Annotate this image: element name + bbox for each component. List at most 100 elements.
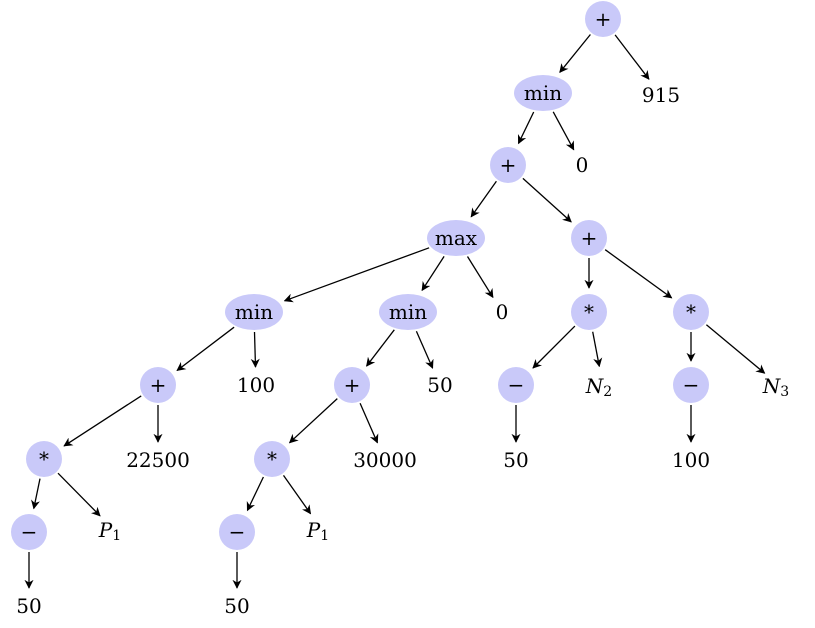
edge-arrow-n6-n9 bbox=[421, 256, 445, 292]
node-label: min bbox=[524, 81, 562, 105]
node-label: max bbox=[435, 226, 478, 250]
node-label: + bbox=[595, 7, 612, 31]
node-label: P1 bbox=[98, 518, 121, 544]
constant-leaf-n10: 0 bbox=[496, 300, 509, 324]
constant-leaf-n32: 50 bbox=[224, 594, 249, 618]
edge-arrow-n23-n29 bbox=[246, 476, 264, 512]
node-label: 100 bbox=[237, 373, 275, 397]
operator-node-n23: * bbox=[254, 441, 290, 477]
node-label: + bbox=[150, 373, 167, 397]
edge-arrow-n8-n13 bbox=[176, 326, 235, 372]
edge-arrow-n15-n24 bbox=[359, 403, 379, 444]
constant-leaf-n25: 50 bbox=[503, 448, 528, 472]
operator-node-n21: * bbox=[26, 441, 62, 477]
constant-leaf-n3: 915 bbox=[642, 83, 680, 107]
variable-subscript: 2 bbox=[603, 384, 612, 400]
node-label: 0 bbox=[576, 153, 589, 177]
node-label: − bbox=[21, 520, 38, 544]
constant-leaf-n5: 0 bbox=[576, 153, 589, 177]
node-label: min bbox=[235, 300, 273, 324]
edge-arrow-n2-n4 bbox=[517, 111, 535, 145]
node-label: 22500 bbox=[126, 448, 190, 472]
variable-name: N bbox=[762, 374, 782, 398]
edge-arrow-n13-n21 bbox=[63, 395, 142, 447]
node-label: − bbox=[508, 373, 525, 397]
operator-node-n29: − bbox=[219, 514, 255, 550]
node-bubble bbox=[514, 75, 572, 111]
edge-arrow-n23-n30 bbox=[282, 475, 312, 515]
node-label: P1 bbox=[306, 518, 329, 544]
node-bubble bbox=[490, 147, 526, 183]
variable-subscript: 3 bbox=[780, 384, 789, 400]
node-label: 0 bbox=[496, 300, 509, 324]
edge-arrow-n11-n18 bbox=[592, 331, 603, 368]
operator-node-n8: min bbox=[225, 294, 283, 330]
node-label: 50 bbox=[16, 594, 41, 618]
operator-node-n1: + bbox=[585, 1, 621, 37]
edge-arrow-n4-n6 bbox=[470, 180, 497, 218]
edge-arrow-n6-n8 bbox=[283, 247, 430, 303]
constant-leaf-n31: 50 bbox=[16, 594, 41, 618]
edges-layer bbox=[24, 34, 766, 589]
node-bubble bbox=[11, 514, 47, 550]
edge-arrow-n9-n15 bbox=[366, 329, 395, 367]
edge-arrow-n15-n23 bbox=[288, 398, 338, 444]
node-bubble bbox=[379, 294, 437, 330]
variable-subscript: 1 bbox=[112, 528, 121, 544]
node-label: N3 bbox=[762, 374, 789, 400]
node-bubble bbox=[673, 367, 709, 403]
operator-node-n2: min bbox=[514, 75, 572, 111]
operator-node-n11: * bbox=[571, 294, 607, 330]
node-bubble bbox=[334, 367, 370, 403]
operator-node-n19: − bbox=[673, 367, 709, 403]
operator-node-n4: + bbox=[490, 147, 526, 183]
edge-arrow-n21-n27 bbox=[31, 478, 41, 510]
node-bubble bbox=[254, 441, 290, 477]
operator-node-n15: + bbox=[334, 367, 370, 403]
operator-node-n9: min bbox=[379, 294, 437, 330]
node-label: 50 bbox=[224, 594, 249, 618]
variable-subscript: 1 bbox=[320, 528, 329, 544]
node-label: * bbox=[686, 300, 696, 324]
variable-leaf-n18: N2 bbox=[585, 374, 612, 400]
node-bubble bbox=[585, 1, 621, 37]
variable-name: P bbox=[306, 518, 321, 542]
node-bubble bbox=[498, 367, 534, 403]
variable-name: N bbox=[585, 374, 605, 398]
node-label: * bbox=[267, 447, 277, 471]
edge-arrow-n11-n17 bbox=[532, 325, 576, 369]
edge-arrow-n2-n5 bbox=[552, 111, 575, 151]
edge-arrow-n21-n28 bbox=[57, 472, 101, 517]
node-label: 915 bbox=[642, 83, 680, 107]
variable-leaf-n28: P1 bbox=[98, 518, 121, 544]
edge-arrow-n12-n20 bbox=[705, 324, 766, 374]
edge-arrow-n7-n12 bbox=[604, 249, 673, 299]
operator-node-n7: + bbox=[571, 220, 607, 256]
node-bubble bbox=[673, 294, 709, 330]
edge-arrow-n6-n10 bbox=[466, 256, 494, 299]
node-label: * bbox=[39, 447, 49, 471]
constant-leaf-n14: 100 bbox=[237, 373, 275, 397]
edge-arrow-n1-n2 bbox=[559, 34, 591, 74]
node-label: + bbox=[344, 373, 361, 397]
operator-node-n12: * bbox=[673, 294, 709, 330]
operator-node-n13: + bbox=[140, 367, 176, 403]
constant-leaf-n22: 22500 bbox=[126, 448, 190, 472]
operator-node-n6: max bbox=[427, 220, 485, 256]
node-bubble bbox=[26, 441, 62, 477]
constant-leaf-n26: 100 bbox=[672, 448, 710, 472]
node-bubble bbox=[571, 294, 607, 330]
variable-leaf-n20: N3 bbox=[762, 374, 789, 400]
node-label: N2 bbox=[585, 374, 612, 400]
node-label: + bbox=[581, 226, 598, 250]
node-bubble bbox=[571, 220, 607, 256]
edge-arrow-n9-n16 bbox=[415, 330, 434, 369]
edge-arrow-n1-n3 bbox=[614, 34, 650, 80]
node-bubble bbox=[140, 367, 176, 403]
variable-name: P bbox=[98, 518, 113, 542]
node-bubble bbox=[219, 514, 255, 550]
node-label: * bbox=[584, 300, 594, 324]
edge-arrow-n8-n14 bbox=[250, 331, 260, 368]
